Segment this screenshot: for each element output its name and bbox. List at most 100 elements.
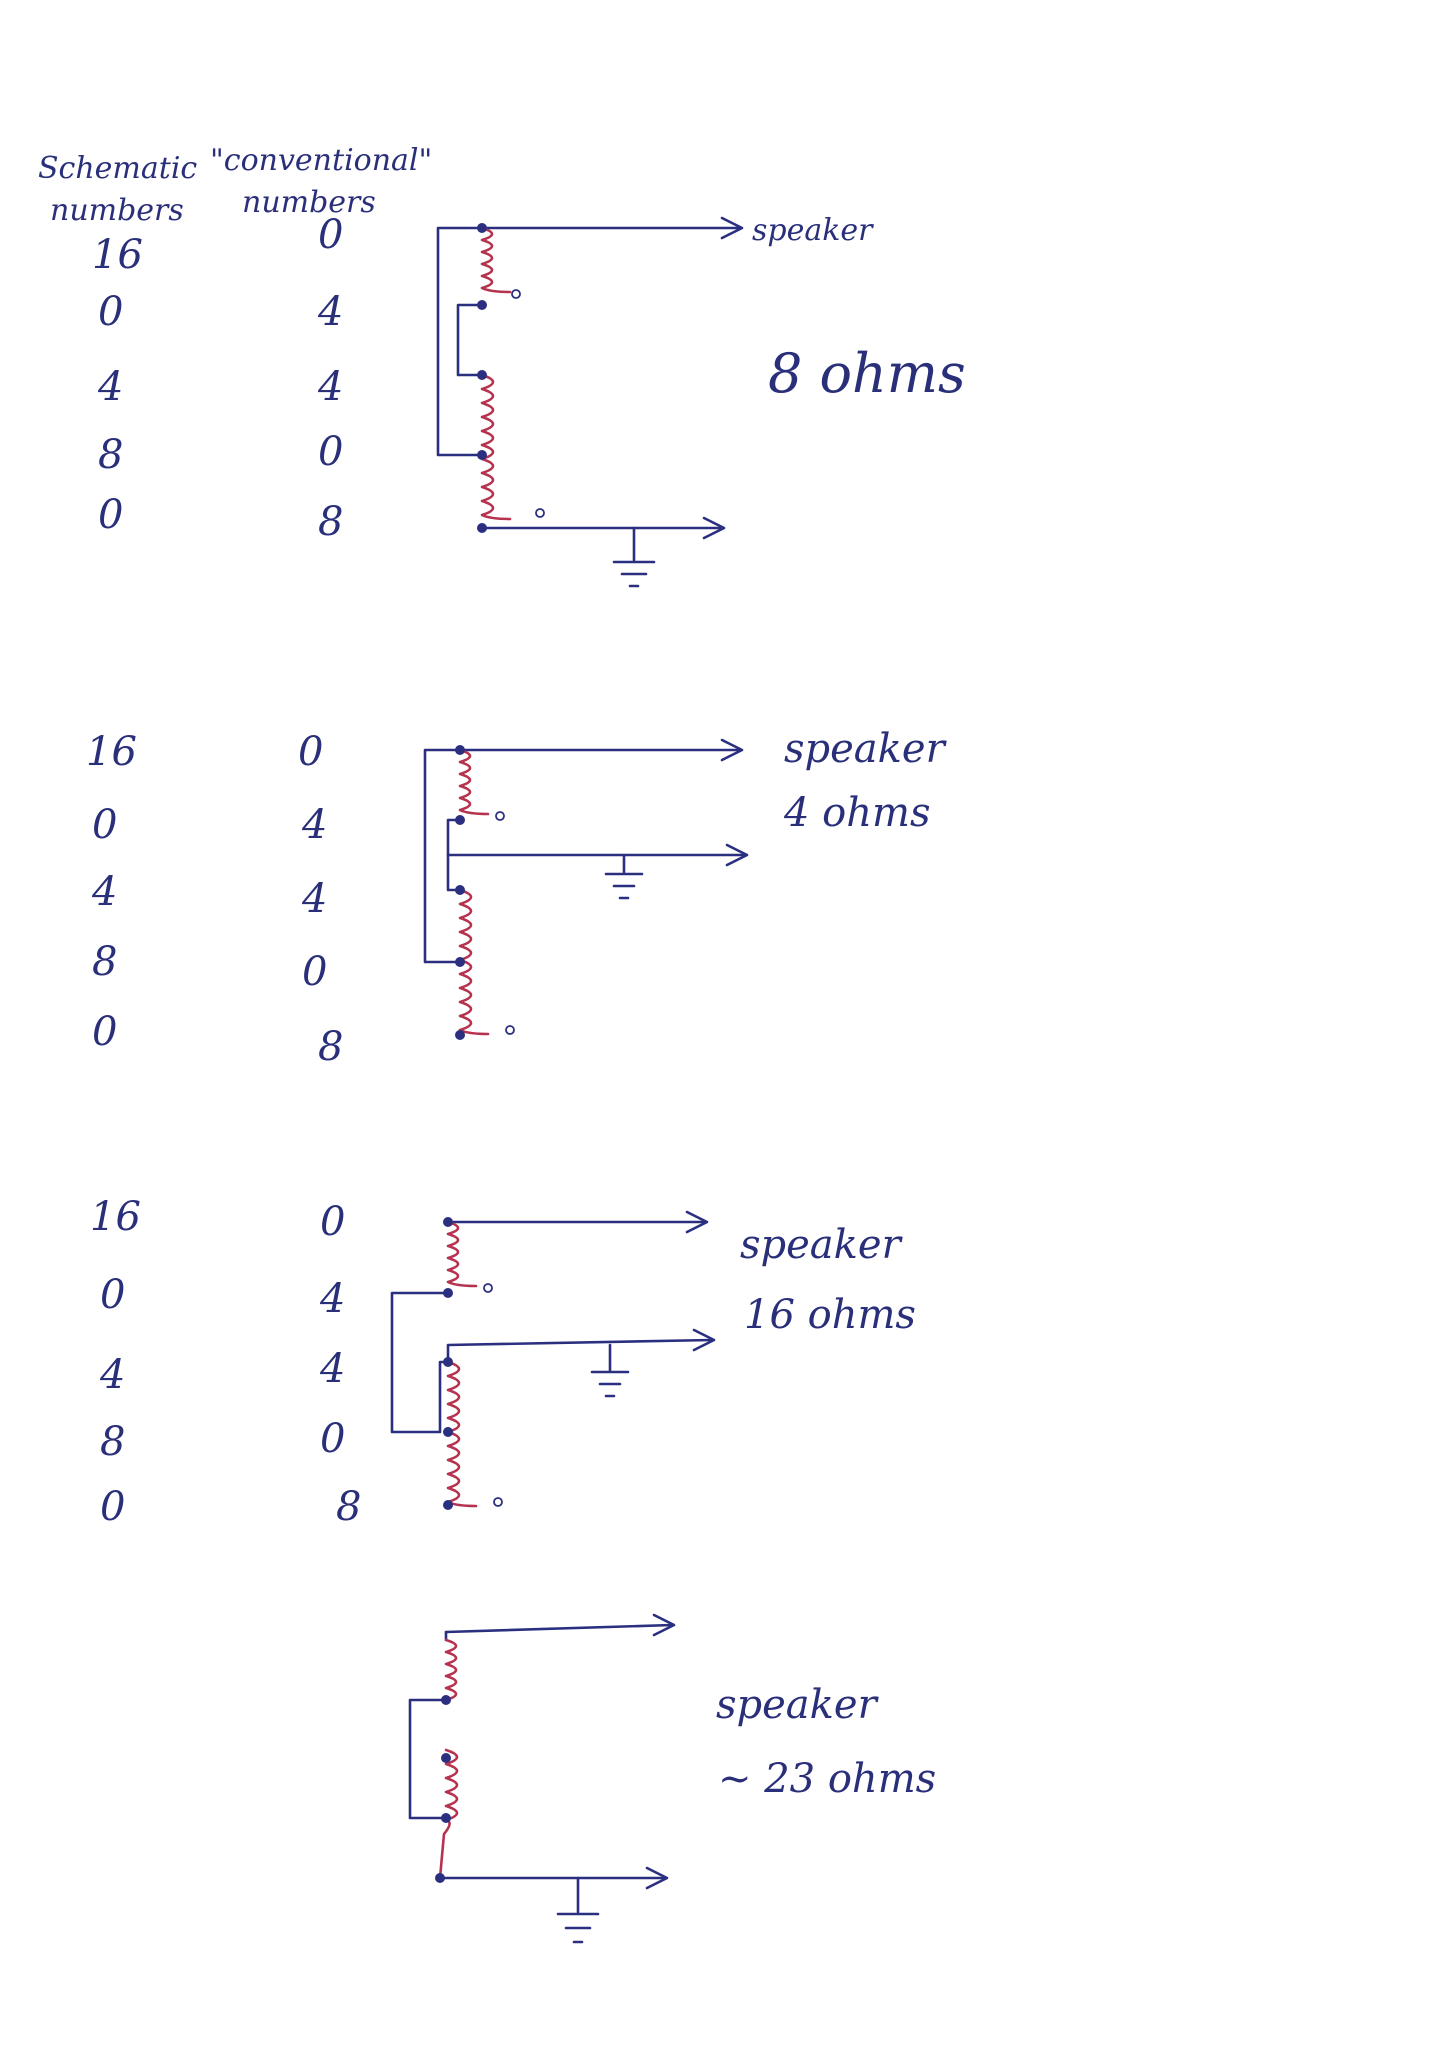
impedance-label: ~ 23 ohms: [718, 1756, 936, 1802]
schematic-number: 0: [100, 1484, 125, 1530]
arrow-icon: [720, 216, 744, 240]
tap-dot-icon: [435, 1873, 445, 1883]
schematic-number: 8: [100, 1419, 125, 1465]
phase-dot-icon: [511, 289, 521, 299]
header-conventional-line1: "conventional": [210, 143, 432, 178]
left-bridge-wire: [436, 226, 484, 457]
arrow-icon: [702, 516, 726, 540]
conventional-number: 4: [301, 876, 327, 922]
tap-dot-icon: [455, 745, 465, 755]
ground-icon: [556, 1876, 600, 1944]
schematic-number: 16: [92, 232, 143, 278]
conventional-number: 0: [318, 429, 343, 475]
wiring: [408, 1613, 676, 1944]
speaker-wire-top: [444, 1623, 674, 1634]
conventional-number: 4: [317, 289, 343, 335]
conventional-number: 0: [320, 1199, 345, 1245]
tap-dot-icon: [477, 370, 487, 380]
schematic-number: 16: [90, 1194, 141, 1240]
wiring: [436, 216, 744, 588]
tap-dot-icon: [477, 300, 487, 310]
conventional-number: 8: [318, 1024, 343, 1070]
conventional-number: 8: [318, 499, 343, 545]
conventional-number: 8: [336, 1484, 361, 1530]
tap-dot-icon: [443, 1357, 453, 1367]
conventional-number: 4: [317, 364, 343, 410]
speaker-label: speaker: [740, 1222, 904, 1268]
conventional-number: 4: [319, 1276, 345, 1322]
tap-dot-icon: [443, 1217, 453, 1227]
schematic-number: 0: [92, 802, 117, 848]
schematic-number-column: 16 0 4 8 0: [90, 1194, 141, 1530]
speaker-label: speaker: [784, 726, 948, 772]
phase-dot-icon: [493, 1497, 503, 1507]
schematic-number-column: 16 0 4 8 0: [86, 729, 137, 1055]
schematic-number: 4: [97, 364, 123, 410]
schematic-number: 8: [98, 432, 123, 478]
speaker-label: speaker: [716, 1682, 880, 1728]
conventional-number-column: 0 4 4 0 8: [319, 1199, 361, 1530]
conventional-number: 0: [318, 212, 343, 258]
conventional-number: 0: [298, 729, 323, 775]
coils: [480, 226, 512, 521]
lower-winding: [458, 888, 490, 1036]
header-conventional-line2: numbers: [242, 185, 376, 220]
phase-dot-icon: [495, 811, 505, 821]
coils: [458, 748, 490, 1036]
tap-dot-icon: [455, 885, 465, 895]
diagram-8-ohms: 16 0 4 8 0 0 4 4 0 8: [92, 212, 966, 588]
tap-dot-icon: [443, 1500, 453, 1510]
phase-dot-icon: [505, 1025, 515, 1035]
phase-dot-icon: [535, 508, 545, 518]
conventional-number-column: 0 4 4 0 8: [317, 212, 343, 545]
conventional-number: 4: [301, 802, 327, 848]
header-schematic-line1: Schematic: [38, 151, 197, 186]
inner-bridge-wire: [456, 303, 484, 377]
arrow-icon: [685, 1210, 709, 1234]
tap-dot-icon: [441, 1695, 451, 1705]
tap-dot-icon: [441, 1813, 451, 1823]
ground-icon: [612, 526, 656, 588]
schematic-number: 0: [98, 492, 123, 538]
wiring: [390, 1210, 716, 1434]
schematic-number: 4: [91, 869, 117, 915]
conventional-number: 0: [320, 1416, 345, 1462]
diagram-16-ohms: 16 0 4 8 0 0 4 4 0 8: [90, 1194, 916, 1530]
impedance-label: 4 ohms: [783, 790, 930, 836]
arrow-icon: [720, 738, 744, 762]
tap-dot-icon: [455, 815, 465, 825]
diagram-23-ohms: speaker ~ 23 ohms: [408, 1613, 936, 1944]
schematic-number: 0: [92, 1009, 117, 1055]
conventional-number-column: 0 4 4 0 8: [298, 729, 343, 1070]
tap-dot-icon: [443, 1427, 453, 1437]
tap-dot-icon: [477, 223, 487, 233]
speaker-label: speaker: [752, 213, 874, 248]
header-schematic-line2: numbers: [50, 193, 184, 228]
impedance-label: 8 ohms: [768, 342, 966, 405]
schematic-number-column: 16 0 4 8 0: [92, 232, 143, 538]
upper-winding: [480, 226, 512, 294]
wiring: [423, 738, 749, 964]
arrow-icon: [652, 1613, 676, 1637]
ground-icon: [590, 1343, 630, 1398]
lower-winding: [446, 1360, 478, 1508]
tap-dot-icon: [477, 450, 487, 460]
schematic-number: 0: [100, 1272, 125, 1318]
upper-winding: [444, 1638, 458, 1702]
tap-dot-icon: [441, 1753, 451, 1763]
tap-dot-icon: [477, 523, 487, 533]
conventional-number: 4: [319, 1346, 345, 1392]
coils: [446, 1220, 478, 1508]
bridge-wire: [408, 1698, 448, 1820]
schematic-number: 8: [92, 939, 117, 985]
schematic-number: 0: [98, 289, 123, 335]
ground-icon: [604, 853, 644, 900]
schematic-number: 4: [99, 1352, 125, 1398]
arrow-icon: [692, 1328, 716, 1352]
lower-winding: [480, 373, 512, 521]
upper-winding: [458, 748, 490, 816]
conventional-number: 0: [302, 949, 327, 995]
phase-dot-icon: [483, 1283, 493, 1293]
